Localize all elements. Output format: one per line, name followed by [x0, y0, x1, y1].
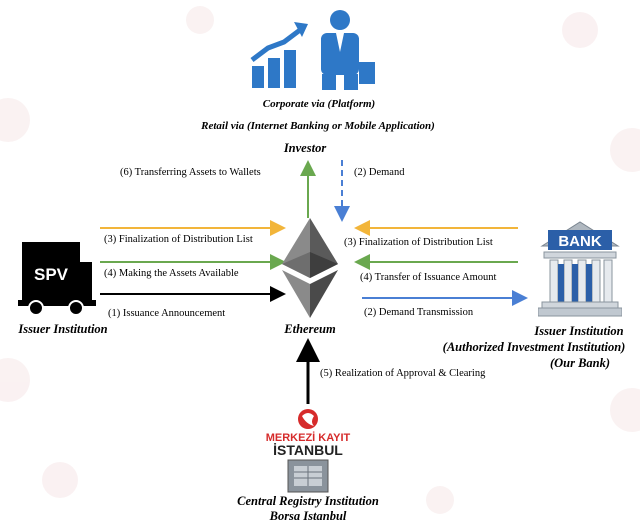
label-arrow-2-demand: (2) Demand — [354, 167, 405, 178]
investor-platform-icon — [250, 10, 375, 90]
spv-text: SPV — [34, 265, 69, 284]
mkk-logo-icon: MERKEZİ KAYIT İSTANBUL — [266, 409, 351, 493]
registry-label-1: Central Registry Institution — [237, 494, 379, 508]
ethereum-logo-icon — [282, 218, 338, 318]
label-arrow-5: (5) Realization of Approval & Clearing — [320, 368, 486, 379]
registry-label-2: Borsa Istanbul — [269, 509, 347, 523]
platform-caption-retail: Retail via (Internet Banking or Mobile A… — [201, 120, 435, 132]
mkk-text-2: İSTANBUL — [273, 442, 343, 458]
label-arrow-4-right: (4) Transfer of Issuance Amount — [360, 272, 497, 283]
label-arrow-4-left: (4) Making the Assets Available — [104, 268, 239, 279]
platform-caption-corporate: Corporate via (Platform) — [262, 98, 376, 110]
label-arrow-3-left: (3) Finalization of Distribution List — [104, 234, 253, 245]
mkk-text-1: MERKEZİ KAYIT — [266, 431, 351, 444]
label-arrow-2-transmission: (2) Demand Transmission — [364, 307, 474, 318]
spv-truck-icon: SPV — [18, 242, 96, 316]
issuer-right-label-2: (Authorized Investment Institution) — [442, 340, 626, 354]
ethereum-label: Ethereum — [284, 322, 336, 336]
investor-label: Investor — [283, 141, 327, 155]
issuer-left-label: Issuer Institution — [18, 322, 108, 336]
issuer-right-label-3: (Our Bank) — [549, 356, 611, 370]
label-arrow-6: (6) Transferring Assets to Wallets — [120, 167, 261, 178]
issuer-right-label-1: Issuer Institution — [534, 324, 624, 338]
label-arrow-3-right: (3) Finalization of Distribution List — [344, 237, 493, 248]
bank-icon: BANK — [538, 221, 622, 317]
bank-text: BANK — [558, 233, 601, 250]
label-arrow-1: (1) Issuance Announcement — [108, 308, 226, 319]
